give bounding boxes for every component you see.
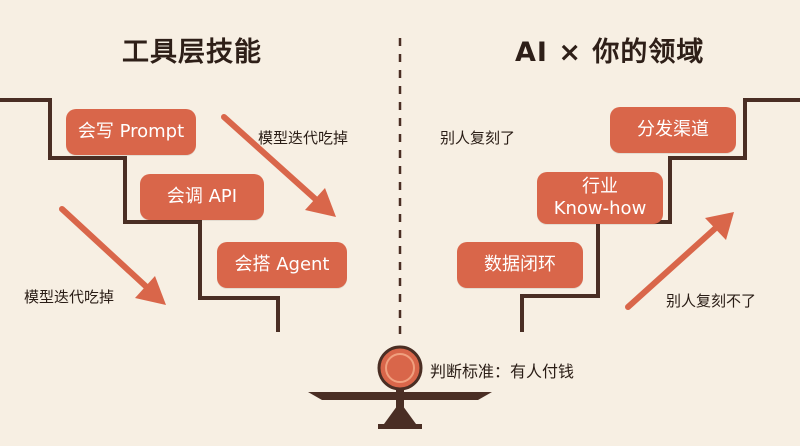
step-build-agent: 会搭 Agent	[217, 242, 347, 288]
step-distribution-label: 分发渠道	[637, 119, 709, 140]
right-note-top: 别人复刻了	[440, 129, 516, 147]
step-distribution: 分发渠道	[610, 107, 736, 153]
step-industry-line2: Know-how	[553, 198, 647, 219]
right-up-arrow	[625, 212, 734, 310]
left-title: 工具层技能	[122, 37, 262, 68]
left-top-arrow	[221, 114, 336, 217]
step-call-api: 会调 API	[140, 174, 264, 220]
left-note-top: 模型迭代吃掉	[258, 129, 349, 147]
step-industry-line1: 行业	[582, 176, 618, 197]
step-write-prompt: 会写 Prompt	[66, 109, 196, 155]
criterion-label: 判断标准：有人付钱	[430, 362, 575, 381]
step-industry-knowhow: 行业 Know-how	[537, 172, 663, 224]
left-bottom-arrow	[59, 206, 166, 305]
coin-icon	[377, 345, 423, 391]
right-title: AI × 你的领域	[515, 37, 705, 68]
left-staircase	[0, 98, 280, 332]
step-data-loop: 数据闭环	[457, 242, 583, 288]
right-staircase	[520, 98, 800, 332]
left-note-bottom: 模型迭代吃掉	[24, 288, 115, 306]
step-data-loop-label: 数据闭环	[484, 254, 556, 275]
right-note-bottom: 别人复刻不了	[666, 292, 757, 310]
balance-scale	[308, 384, 492, 429]
